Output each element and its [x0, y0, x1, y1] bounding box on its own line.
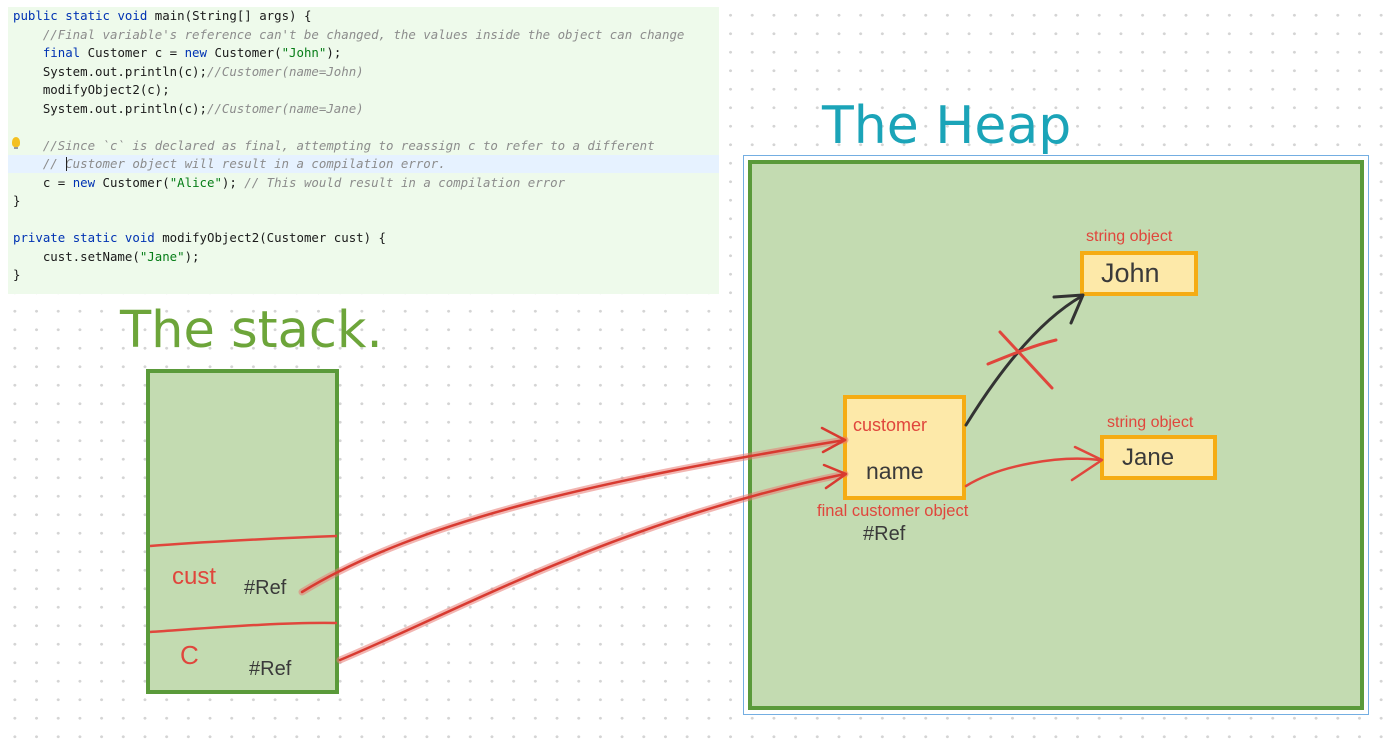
jane-reference-arrow [964, 457, 1102, 488]
code-line: } [13, 267, 21, 282]
code-line: //Since `c` is declared as final, attemp… [42, 137, 655, 153]
code-line: // Customer object will result in a comp… [42, 156, 446, 171]
code-line: //Final variable's reference can't be ch… [42, 26, 685, 42]
stack-title: The stack. [120, 301, 383, 360]
code-line: modifyObject2(c); [13, 82, 170, 97]
old-john-reference-arrow [964, 294, 1084, 427]
code-line: } [13, 193, 21, 208]
code-panel [8, 7, 719, 294]
jane-string-box [1100, 435, 1217, 480]
code-line: System.out.println(c);//Customer(name=Ja… [13, 100, 364, 116]
stack-ref-c: #Ref [249, 658, 292, 680]
cross-mark [998, 330, 1054, 390]
stack-var-c: C [180, 640, 199, 670]
code-line: cust.setName("Jane"); [13, 248, 200, 264]
customer-object-caption: final customer object [817, 502, 969, 520]
stack-var-cust: cust [172, 563, 217, 590]
john-string-value: John [1101, 258, 1160, 288]
cust-reference-arrow [298, 436, 849, 596]
c-reference-arrow [336, 470, 849, 664]
stack-frame-separator [149, 534, 338, 548]
heap-title: The Heap [822, 96, 1072, 156]
lightbulb-icon[interactable] [12, 137, 20, 149]
code-line: public static void main(String[] args) { [13, 8, 312, 23]
code-line: c = new Customer("Alice"); // This would… [13, 174, 566, 190]
current-line-highlight [8, 155, 719, 173]
customer-object-ref: #Ref [863, 523, 906, 545]
customer-object-box [843, 395, 966, 500]
jane-string-value: Jane [1122, 444, 1175, 471]
john-string-caption: string object [1086, 228, 1173, 245]
stack-frame-separator [149, 621, 338, 634]
code-line: private static void modifyObject2(Custom… [13, 230, 387, 245]
code-line: final Customer c = new Customer("John"); [42, 45, 342, 60]
text-cursor [66, 157, 67, 171]
stack-area [146, 369, 339, 694]
jane-string-caption: string object [1107, 414, 1194, 431]
heap-selection-frame [743, 155, 1369, 715]
stack-ref-cust: #Ref [244, 577, 287, 599]
john-string-box [1080, 251, 1198, 296]
customer-object-header: customer [853, 415, 928, 435]
code-line: System.out.println(c);//Customer(name=Jo… [13, 63, 364, 79]
customer-object-field: name [866, 458, 924, 484]
